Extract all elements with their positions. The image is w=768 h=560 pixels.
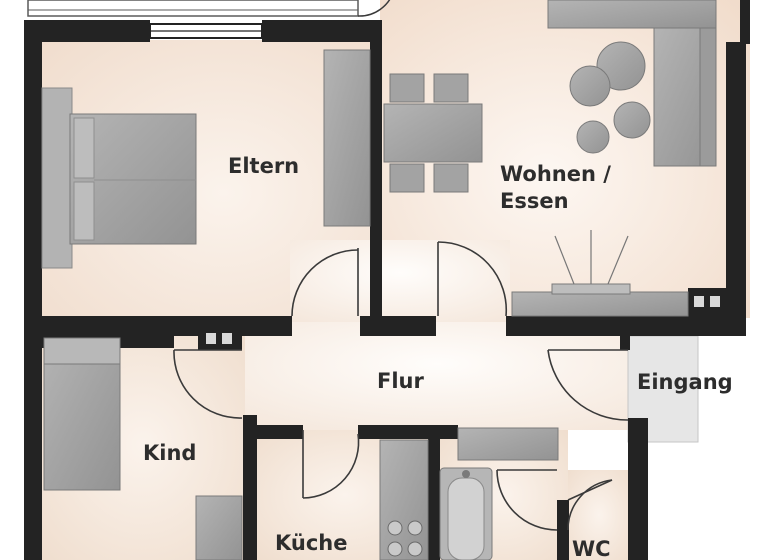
wall-top-right-corner (740, 0, 750, 44)
chair-2 (433, 73, 469, 103)
bath-cabinet (457, 427, 559, 461)
chair-3 (389, 163, 425, 193)
sofa-back-side (699, 27, 717, 167)
wall-mid-stub (360, 316, 436, 336)
wall-left-upper (24, 20, 42, 340)
floor-wc (568, 470, 630, 560)
wall-eltern-wohnen (370, 20, 382, 330)
bed-headboard (41, 87, 73, 269)
chair-1 (389, 73, 425, 103)
label-kueche: Küche (275, 531, 348, 555)
kids-bed-frame (43, 337, 121, 365)
wall-bad-wc (557, 500, 569, 560)
wall-kueche-bad (428, 425, 440, 560)
furniture-eltern: Eltern (41, 49, 371, 269)
label-eingang: Eingang (637, 370, 733, 394)
walls (24, 0, 750, 560)
door-swings (173, 241, 629, 531)
wall-kueche-top-left (243, 425, 303, 439)
door-wc-arc (567, 479, 613, 531)
balcony-window-frame (27, 0, 359, 17)
wardrobe (323, 49, 371, 227)
door-wohnen-arc (437, 241, 508, 317)
tv (551, 283, 631, 295)
label-wohnen-1: Wohnen / (500, 162, 611, 186)
label-kind: Kind (143, 441, 196, 465)
door-bad-arc (496, 469, 558, 531)
door-kind-arc (173, 349, 243, 419)
stove-burner-3 (387, 541, 403, 557)
vent-shafts (198, 288, 728, 350)
furniture-wohnen: Wohnen / Essen (383, 0, 717, 317)
tv-lowboard (511, 291, 689, 317)
furniture-kind: Kind (43, 337, 243, 560)
balcony-door-swing (357, 0, 391, 17)
wall-left-lower (24, 330, 42, 560)
dining-table (383, 103, 483, 163)
wall-kind-right (243, 415, 257, 560)
wall-eltern-top-left (24, 20, 150, 42)
label-wohnen-2: Essen (500, 189, 569, 213)
round-table-2 (569, 65, 611, 107)
stove-burner-2 (407, 520, 423, 536)
wall-entrance-top (620, 330, 630, 350)
vent-shaft-flur (198, 328, 242, 350)
wall-kueche-top-right (358, 425, 440, 439)
door-kueche-arc (302, 433, 360, 499)
furniture-bad: WC (439, 427, 611, 560)
vent-shaft-wohnen-slot-2 (710, 296, 720, 307)
wall-eltern-top-right (262, 20, 382, 42)
vent-shaft-wohnen-slot-1 (694, 296, 704, 307)
wall-wohnen-flur (506, 316, 746, 336)
stove-burner-1 (387, 520, 403, 536)
stove-burner-4 (407, 541, 423, 557)
pillow-2 (73, 181, 95, 241)
vent-shaft-flur-slot-2 (222, 333, 232, 344)
bathtub-faucet (462, 470, 470, 478)
kitchen-counter (379, 439, 429, 560)
tv-signal-1 (554, 235, 575, 285)
kids-desk (195, 495, 243, 560)
floor-flur (245, 320, 630, 430)
wall-flur-right (628, 418, 648, 560)
wall-wohnen-right (726, 42, 746, 336)
furniture-kueche: Küche (275, 439, 429, 560)
door-eingang-arc (547, 349, 629, 421)
door-eltern-arc (291, 249, 359, 317)
label-flur: Flur (377, 369, 424, 393)
round-table-1 (596, 41, 646, 91)
label-wc: WC (572, 537, 611, 560)
floor-flur-top (290, 240, 510, 322)
vent-shaft-flur-slot-1 (206, 333, 216, 344)
round-table-4 (576, 120, 610, 154)
round-table-3 (613, 101, 651, 139)
tv-signal-3 (607, 235, 629, 285)
balcony-window (27, 0, 391, 17)
bathtub-inner (447, 477, 485, 560)
label-eltern: Eltern (228, 154, 299, 178)
chair-4 (433, 163, 469, 193)
pillow-1 (73, 117, 95, 179)
wall-bad-top (428, 425, 458, 439)
door-wc-leaf (567, 479, 613, 501)
sofa-back-top (547, 0, 717, 29)
